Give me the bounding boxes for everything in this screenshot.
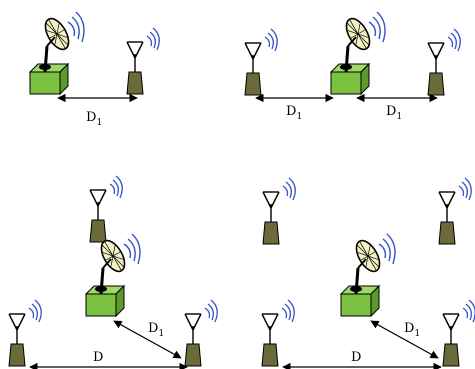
d1-label: D1 bbox=[86, 110, 102, 128]
d1-label: D1 bbox=[148, 321, 164, 339]
antenna-tower bbox=[261, 299, 295, 367]
d-label: D bbox=[93, 350, 103, 365]
d1-label: D1 bbox=[404, 321, 420, 339]
antenna-tower bbox=[89, 175, 123, 243]
satellite-station bbox=[84, 232, 142, 318]
top-left-layout: D1 bbox=[28, 10, 160, 128]
top-right-layout: D1 D1 bbox=[244, 10, 461, 122]
bottom-left-layout: D1 D bbox=[8, 175, 218, 369]
d1-label: D1 bbox=[386, 104, 402, 122]
antenna-tower bbox=[427, 28, 461, 96]
d1-arrow bbox=[113, 320, 182, 359]
satellite-station bbox=[329, 10, 387, 96]
d-label: D bbox=[351, 350, 361, 365]
antenna-tower bbox=[244, 28, 278, 96]
antenna-tower bbox=[126, 27, 160, 95]
bottom-right-layout: D1 D bbox=[261, 177, 475, 369]
antenna-tower bbox=[442, 299, 475, 367]
antenna-tower bbox=[184, 299, 218, 367]
d1-label: D1 bbox=[286, 104, 302, 122]
satellite-station bbox=[339, 232, 397, 318]
antenna-tower bbox=[8, 299, 42, 367]
antenna-tower bbox=[262, 177, 296, 245]
d1-arrow bbox=[370, 320, 439, 359]
antenna-tower bbox=[438, 177, 472, 245]
satellite-station bbox=[28, 10, 86, 96]
